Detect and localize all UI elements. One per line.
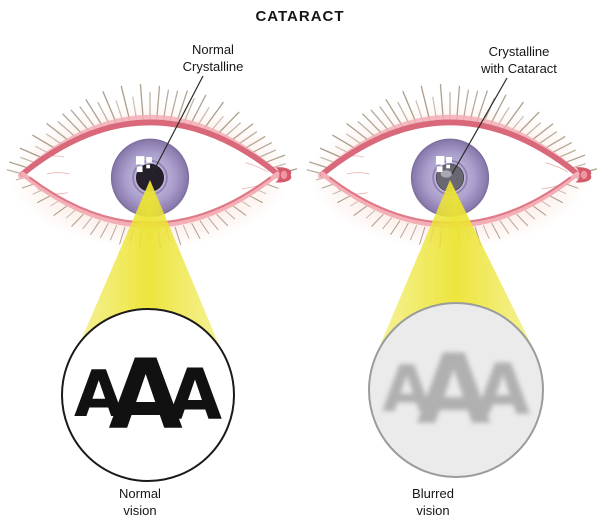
label-line: vision bbox=[416, 502, 450, 518]
label-line: Blurred bbox=[412, 486, 454, 501]
blurred-vision-label: Blurred vision bbox=[368, 486, 498, 520]
vision-sample-letters: A A A bbox=[382, 342, 530, 438]
letter-a: A bbox=[475, 349, 530, 431]
letter-a: A bbox=[73, 358, 124, 432]
letter-a: A bbox=[416, 334, 491, 446]
cataract-sheen bbox=[440, 170, 452, 178]
letter-a: A bbox=[108, 339, 183, 451]
label-line: with Cataract bbox=[481, 60, 557, 76]
right-eye-illustration bbox=[302, 82, 598, 264]
label-line: Crystalline bbox=[488, 44, 550, 59]
upper-eyelid-edge bbox=[19, 119, 281, 177]
label-line: vision bbox=[123, 502, 157, 518]
vision-sample-letters: A A A bbox=[74, 347, 222, 443]
label-line: Normal bbox=[192, 42, 234, 57]
left-lens-label: Normal Crystalline bbox=[153, 42, 273, 76]
normal-vision-circle: A A A bbox=[61, 308, 235, 482]
pupil-highlight bbox=[135, 156, 152, 173]
label-line: Normal bbox=[119, 486, 161, 501]
label-line: Crystalline bbox=[182, 58, 244, 74]
letter-a: A bbox=[381, 353, 432, 427]
normal-vision-label: Normal vision bbox=[75, 486, 205, 520]
page-title: CATARACT bbox=[255, 8, 345, 25]
tear-duct-highlight bbox=[280, 170, 288, 180]
right-lens-label: Crystalline with Cataract bbox=[459, 44, 579, 78]
left-eye-illustration bbox=[6, 83, 298, 249]
letter-a: A bbox=[167, 354, 222, 436]
blurred-vision-circle: A A A bbox=[368, 302, 544, 478]
